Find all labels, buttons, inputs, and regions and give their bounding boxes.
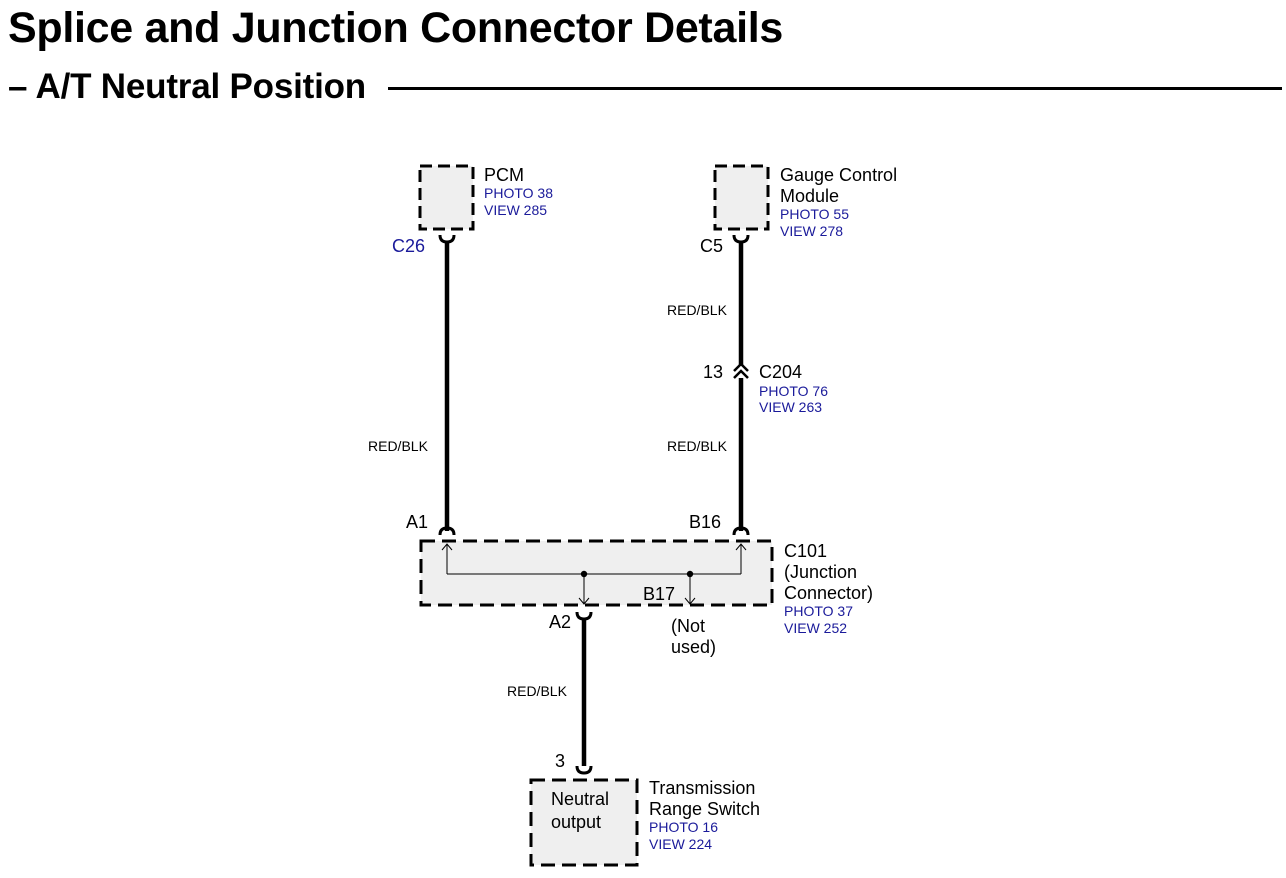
transmission-range-switch-function-label: Neutral (551, 789, 609, 809)
c101-view-ref: VIEW 252 (784, 620, 847, 636)
c101-b16-pin-connector-icon (732, 526, 750, 536)
c204-view-ref: VIEW 263 (759, 399, 822, 415)
c101-splice-dot-a2 (580, 570, 588, 578)
c204-pin-label: 13 (703, 362, 723, 382)
c204-connector-icon (733, 362, 749, 379)
transmission-range-switch-function-label-line2: output (551, 812, 601, 832)
c101-pin-a1-label: A1 (406, 512, 428, 532)
gauge-control-module-view-ref: VIEW 278 (780, 223, 843, 239)
c101-pin-a2-label: A2 (549, 612, 571, 632)
pcm-photo-ref: PHOTO 38 (484, 185, 553, 201)
gauge-control-module-pin-label: C5 (700, 236, 723, 256)
c101-label-line2: (Junction (784, 562, 857, 582)
c101-junction-connector-box (419, 539, 774, 607)
c101-a1-entry-arrow (441, 543, 453, 574)
pcm-pin-label: C26 (392, 236, 425, 256)
c101-pin-b16-label: B16 (689, 512, 721, 532)
c101-pin-b17-label: B17 (643, 584, 675, 604)
pcm-view-ref: VIEW 285 (484, 202, 547, 218)
c101-splice-dot-b17 (686, 570, 694, 578)
transmission-range-switch-view-ref: VIEW 224 (649, 836, 712, 852)
transmission-range-switch-pin-label: 3 (555, 751, 565, 771)
c101-a2-exit-arrow (578, 574, 590, 605)
c101-b17-exit-arrow (684, 574, 696, 605)
wire-label-pcm-to-c101: RED/BLK (368, 438, 429, 454)
gauge-control-module-label: Gauge Control (780, 165, 897, 185)
c101-a2-pin-connector-icon (575, 611, 593, 621)
wire-label-c204-to-c101: RED/BLK (667, 438, 728, 454)
pcm-pin-connector-icon (438, 234, 456, 244)
c101-label: C101 (784, 541, 827, 561)
section-divider-line (388, 87, 1282, 90)
gauge-control-module-box (713, 164, 770, 231)
c101-b17-not-used-note-line2: used) (671, 637, 716, 657)
pcm-label: PCM (484, 165, 524, 185)
gauge-control-module-photo-ref: PHOTO 55 (780, 206, 849, 222)
c101-b16-entry-arrow (735, 543, 747, 574)
c101-a1-pin-connector-icon (438, 526, 456, 536)
transmission-range-switch-label: Transmission (649, 778, 755, 798)
wire-label-gauge-to-c204: RED/BLK (667, 302, 728, 318)
section-title: – A/T Neutral Position (8, 67, 366, 106)
section-header: – A/T Neutral Position (8, 66, 1282, 110)
transmission-range-switch-box (529, 778, 639, 867)
gauge-control-module-label-line2: Module (780, 186, 839, 206)
pcm-box (418, 164, 475, 231)
wire-label-c101-to-switch: RED/BLK (507, 683, 568, 699)
c101-photo-ref: PHOTO 37 (784, 603, 853, 619)
c204-label: C204 (759, 362, 802, 382)
c101-label-line3: Connector) (784, 583, 873, 603)
gauge-pin-connector-icon (732, 234, 750, 244)
transmission-range-switch-photo-ref: PHOTO 16 (649, 819, 718, 835)
switch-pin-connector-icon (575, 765, 593, 775)
transmission-range-switch-label-line2: Range Switch (649, 799, 760, 819)
c204-photo-ref: PHOTO 76 (759, 383, 828, 399)
page-title: Splice and Junction Connector Details (8, 4, 783, 52)
c101-b17-not-used-note: (Not (671, 616, 705, 636)
